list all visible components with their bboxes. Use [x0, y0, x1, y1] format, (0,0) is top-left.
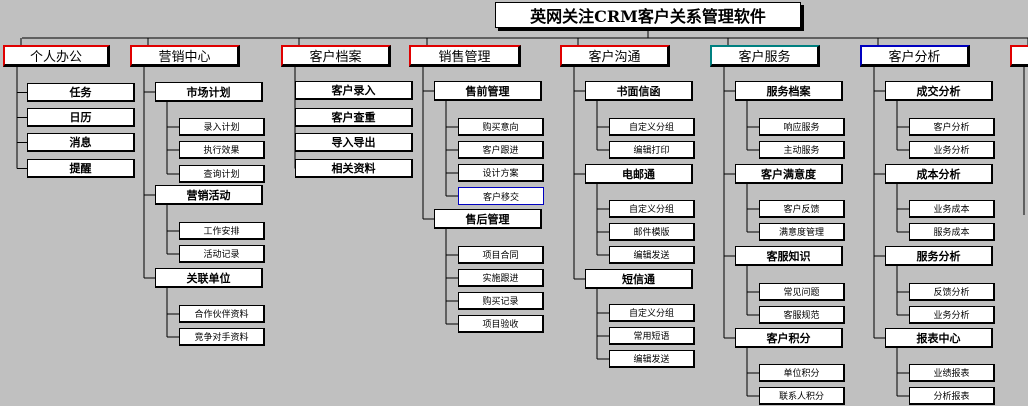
leaf-node: 购买记录 [458, 292, 544, 310]
leaf-node: 执行效果 [179, 141, 265, 159]
leaf-node: 自定义分组 [609, 304, 695, 322]
department-header: 个人办公 [3, 45, 110, 67]
leaf-node: 联系人积分 [759, 387, 845, 405]
leaf-node: 合作伙伴资料 [179, 305, 265, 323]
leaf-node: 实施跟进 [458, 269, 544, 287]
leaf-node: 满意度管理 [759, 223, 845, 241]
leaf-node: 任务 [27, 83, 135, 102]
leaf-node: 常见问题 [759, 283, 845, 301]
leaf-node: 业务分析 [909, 306, 995, 324]
department-header [1010, 45, 1028, 67]
group-node: 市场计划 [155, 82, 263, 102]
group-node: 客户积分 [735, 328, 843, 348]
group-node: 服务档案 [735, 81, 843, 101]
group-node: 服务分析 [885, 246, 993, 266]
leaf-node: 购买意向 [458, 118, 544, 136]
leaf-node: 相关资料 [295, 159, 413, 178]
leaf-node: 客户移交 [458, 187, 544, 205]
department-header: 客户服务 [710, 45, 820, 67]
chart-title: 英网关注CRM客户关系管理软件 [495, 2, 801, 28]
leaf-node: 自定义分组 [609, 118, 695, 136]
leaf-node: 提醒 [27, 159, 135, 178]
leaf-node: 主动服务 [759, 141, 845, 159]
leaf-node: 设计方案 [458, 164, 544, 182]
department-header: 营销中心 [130, 45, 240, 67]
group-node: 售后管理 [434, 209, 542, 229]
leaf-node: 客户跟进 [458, 141, 544, 159]
leaf-node: 活动记录 [179, 245, 265, 263]
group-node: 客户满意度 [735, 164, 843, 184]
leaf-node: 编辑发送 [609, 246, 695, 264]
group-node: 书面信函 [585, 81, 693, 101]
leaf-node: 客户反馈 [759, 200, 845, 218]
leaf-node: 业务成本 [909, 200, 995, 218]
leaf-node: 客服规范 [759, 306, 845, 324]
group-node: 短信通 [585, 269, 693, 289]
group-node: 客服知识 [735, 246, 843, 266]
leaf-node: 客户分析 [909, 118, 995, 136]
leaf-node: 服务成本 [909, 223, 995, 241]
department-header: 客户分析 [860, 45, 970, 67]
leaf-node: 自定义分组 [609, 200, 695, 218]
leaf-node: 竞争对手资料 [179, 328, 265, 346]
department-header: 销售管理 [409, 45, 521, 67]
leaf-node: 编辑打印 [609, 141, 695, 159]
leaf-node: 单位积分 [759, 364, 845, 382]
department-header: 客户沟通 [560, 45, 670, 67]
group-node: 营销活动 [155, 185, 263, 205]
group-node: 成交分析 [885, 81, 993, 101]
leaf-node: 项目合同 [458, 246, 544, 264]
leaf-node: 录入计划 [179, 118, 265, 136]
leaf-node: 响应服务 [759, 118, 845, 136]
group-node: 售前管理 [434, 81, 542, 101]
leaf-node: 项目验收 [458, 315, 544, 333]
leaf-node: 客户查重 [295, 108, 413, 127]
leaf-node: 反馈分析 [909, 283, 995, 301]
group-node: 成本分析 [885, 164, 993, 184]
leaf-node: 编辑发送 [609, 350, 695, 368]
department-header: 客户档案 [281, 45, 391, 67]
leaf-node: 业务分析 [909, 141, 995, 159]
leaf-node: 分析报表 [909, 387, 995, 405]
leaf-node: 常用短语 [609, 327, 695, 345]
leaf-node: 工作安排 [179, 222, 265, 240]
leaf-node: 查询计划 [179, 165, 265, 183]
leaf-node: 业绩报表 [909, 364, 995, 382]
leaf-node: 日历 [27, 108, 135, 127]
group-node: 关联单位 [155, 268, 263, 288]
leaf-node: 消息 [27, 133, 135, 152]
group-node: 电邮通 [585, 164, 693, 184]
leaf-node: 邮件模版 [609, 223, 695, 241]
leaf-node: 客户录入 [295, 81, 413, 100]
group-node: 报表中心 [885, 328, 993, 348]
leaf-node: 导入导出 [295, 133, 413, 152]
